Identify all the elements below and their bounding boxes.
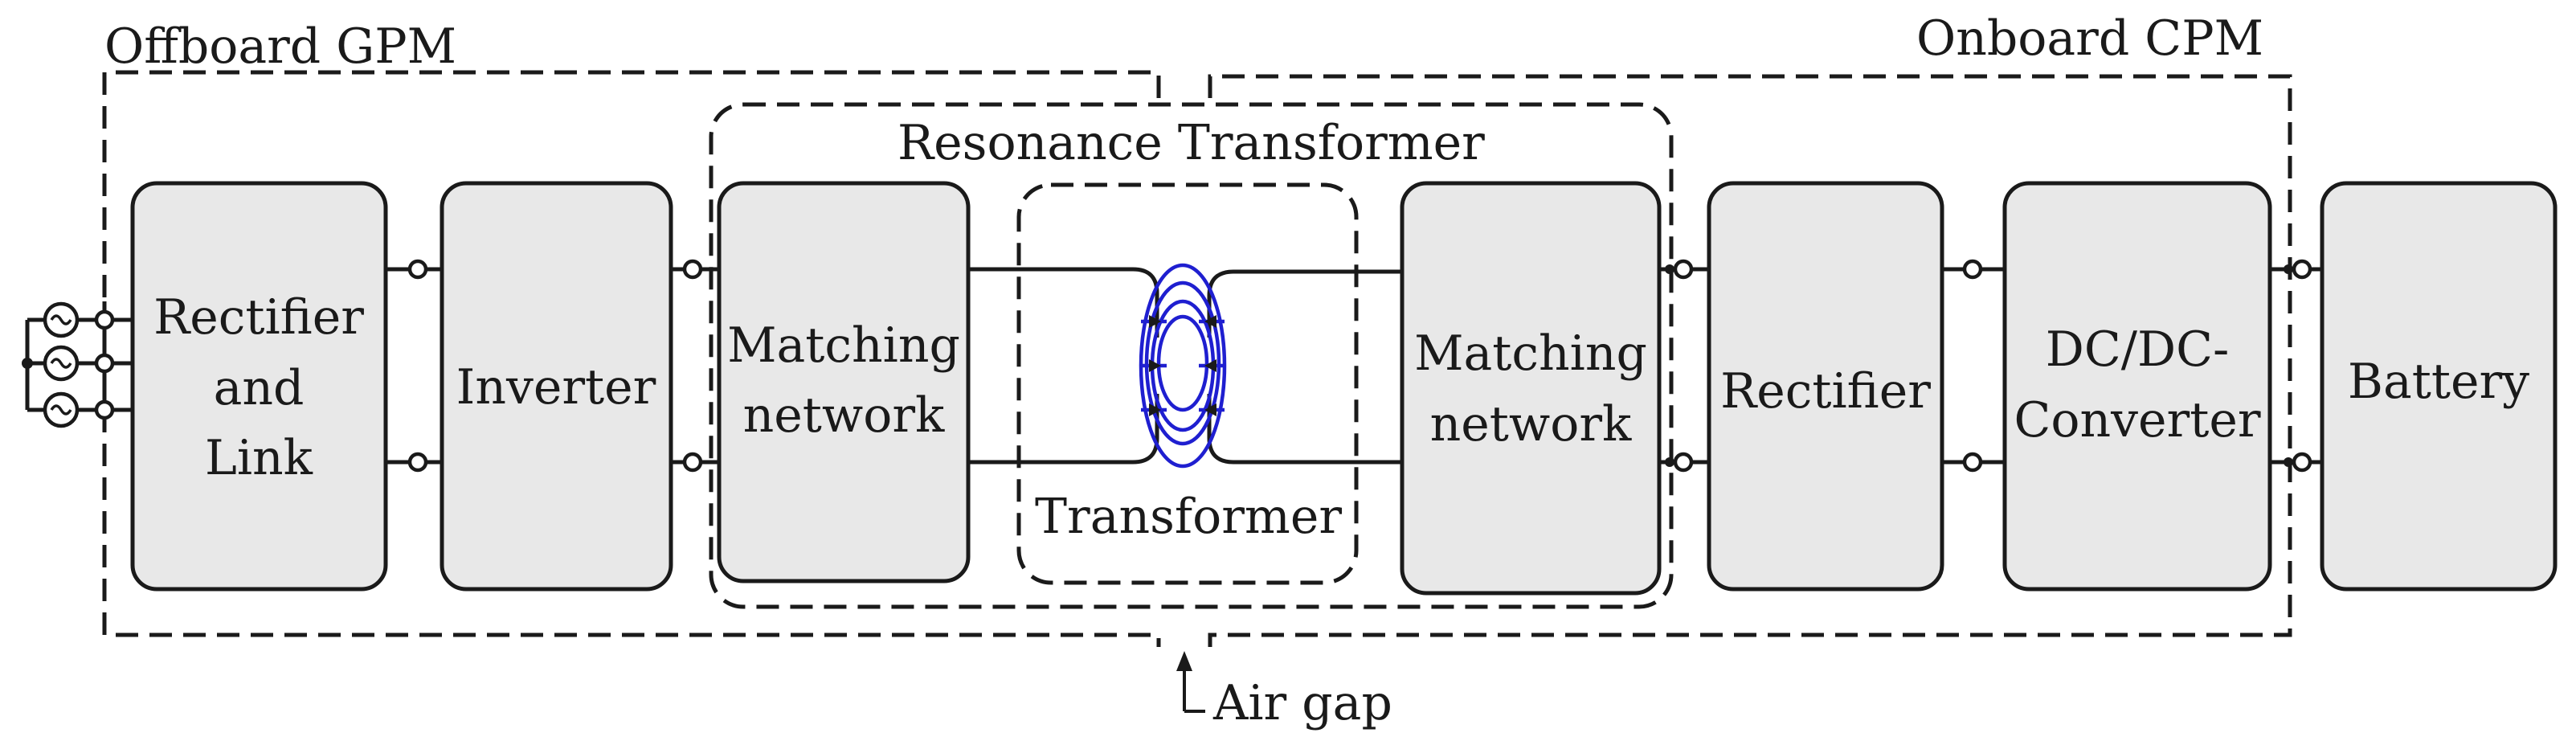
matching-network-primary-line1: Matching [727,317,960,374]
inverter-label: Inverter [456,359,656,416]
connection-rectifier-dcdc [1942,259,2005,473]
matching-network-primary-line2: network [743,387,945,444]
dcdc-converter-block: DC/DC- Converter [2002,181,2272,592]
rectifier-and-link-line3: Link [205,430,313,486]
transformer-label: Transformer [1035,489,1342,545]
battery-block: Battery [2320,181,2558,592]
matching-network-primary-block: Matching network [717,181,971,583]
rectifier-label: Rectifier [1720,363,1931,420]
transformer-boundary [1016,182,1359,585]
ac-source [22,301,133,428]
air-gap-annotation: Air gap [1176,651,1392,731]
rectifier-and-link-line2: and [214,360,305,416]
arrow-up-icon [1176,651,1192,671]
rectifier-and-link-block: Rectifier and Link [130,181,388,592]
onboard-boundary [1208,74,2292,647]
onboard-cpm-label: Onboard CPM [1916,10,2263,67]
connection-rectifier-inverter [386,259,442,473]
battery-label: Battery [2348,354,2529,410]
matching-network-secondary-block: Matching network [1400,181,1662,596]
rectifier-block: Rectifier [1707,181,1944,592]
rectifier-and-link-line1: Rectifier [153,289,364,346]
connection-secondary-coil [1207,269,1402,465]
connection-inverter-matching [671,259,719,473]
resonance-transformer-label: Resonance Transformer [898,115,1485,171]
connection-dcdc-battery [2270,259,2322,473]
matching-network-secondary-line2: network [1430,396,1632,452]
resonance-transformer-boundary [709,102,1674,609]
coil-icon [1139,263,1227,469]
dcdc-converter-line1: DC/DC- [2046,321,2230,378]
air-gap-label: Air gap [1212,675,1392,731]
matching-network-secondary-line1: Matching [1414,325,1647,382]
connection-matching-rectifier [1659,259,1709,473]
connection-primary-coil [968,267,1159,465]
inverter-block: Inverter [440,181,673,592]
offboard-gpm-label: Offboard GPM [104,18,456,75]
dcdc-converter-line2: Converter [2014,392,2260,448]
